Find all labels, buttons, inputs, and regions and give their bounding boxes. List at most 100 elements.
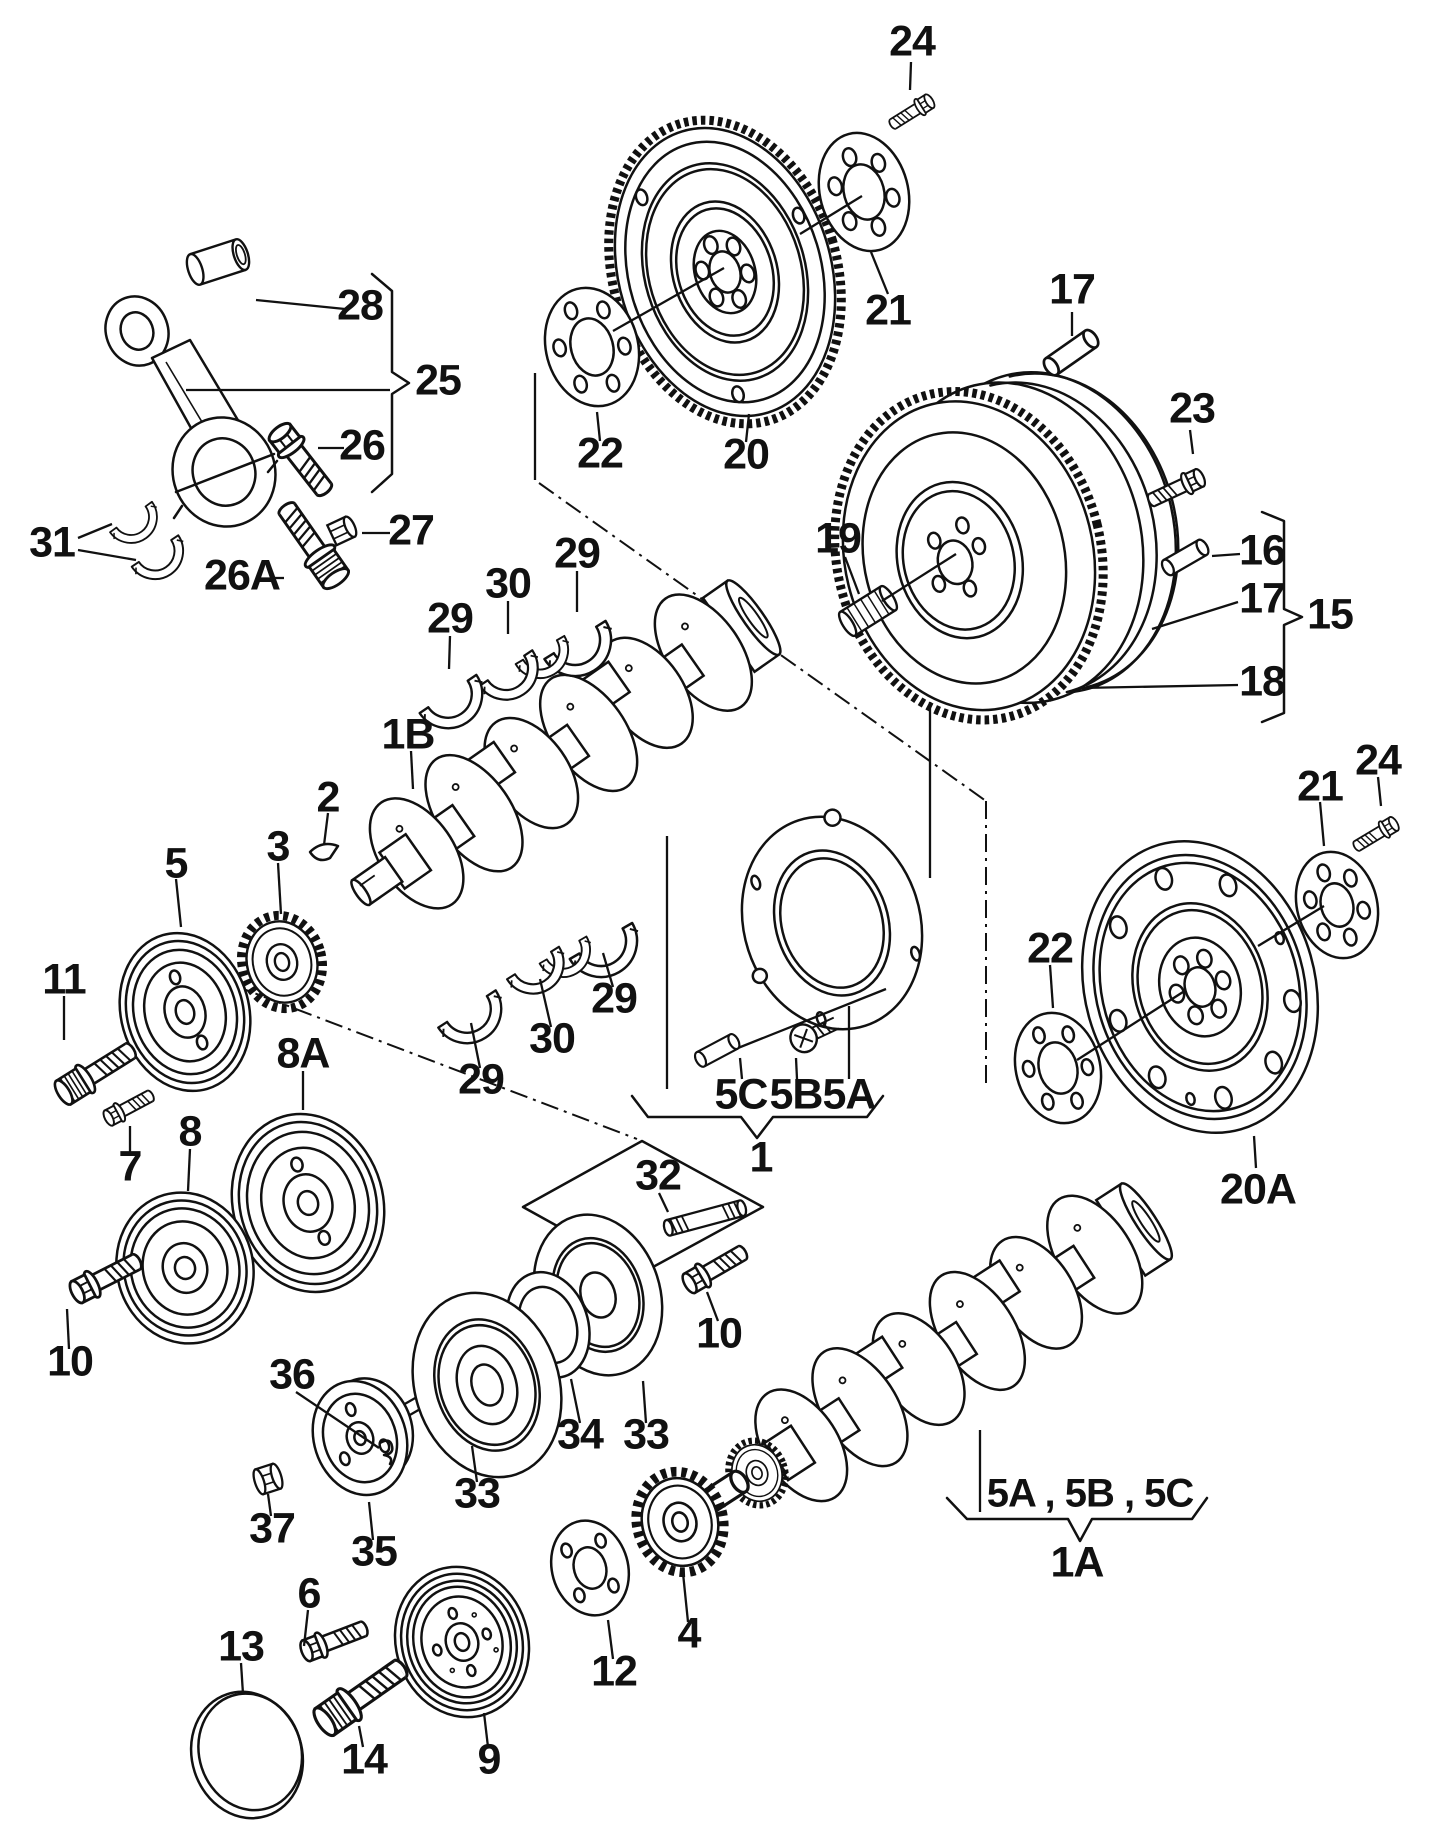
pulley-9	[393, 1565, 531, 1719]
label-1A: 1A	[1051, 1538, 1104, 1586]
pulley-8	[115, 1191, 255, 1345]
flange-leader-line	[727, 987, 887, 1054]
label-5B: 5B	[770, 1070, 823, 1118]
leader-lines	[62, 61, 1383, 1748]
label-21-top: 21	[865, 286, 911, 334]
label-6: 6	[298, 1569, 321, 1617]
cover-disc-13	[189, 1690, 305, 1820]
label-22-top: 22	[577, 429, 623, 477]
plate-21-right	[1294, 850, 1380, 960]
label-22-right: 22	[1027, 924, 1073, 972]
label-29-ll: 29	[458, 1055, 504, 1103]
label-31: 31	[29, 518, 75, 566]
label-17-right: 17	[1239, 574, 1285, 622]
label-29-ul: 29	[427, 594, 473, 642]
label-2: 2	[317, 773, 340, 821]
bracket-15	[1260, 510, 1304, 724]
label-26: 26	[339, 421, 385, 469]
axis-and-group-lines	[232, 373, 987, 1275]
label-36: 36	[269, 1350, 315, 1398]
label-16: 16	[1239, 526, 1285, 574]
label-12: 12	[591, 1647, 637, 1695]
label-35: 35	[351, 1527, 397, 1575]
label-13: 13	[218, 1622, 264, 1670]
label-37: 37	[249, 1504, 295, 1552]
nut-27	[325, 515, 358, 547]
seal-flange-5A	[740, 808, 924, 1031]
label-8A: 8A	[277, 1029, 330, 1077]
label-5A5B5C: 5A , 5B , 5C	[987, 1472, 1194, 1516]
pulley-8A	[230, 1112, 386, 1294]
label-26A: 26A	[204, 551, 280, 599]
label-28: 28	[337, 281, 383, 329]
label-4: 4	[678, 1609, 702, 1657]
label-29-ur: 29	[554, 529, 600, 577]
label-17-top: 17	[1049, 265, 1095, 313]
label-15: 15	[1307, 590, 1353, 638]
clip-36	[378, 1439, 394, 1466]
bolt-24-top	[884, 90, 939, 135]
label-33-right: 33	[623, 1410, 669, 1458]
label-8: 8	[179, 1107, 202, 1155]
shell-31-a	[108, 500, 169, 555]
label-1: 1	[750, 1133, 773, 1181]
group-brackets	[370, 272, 1304, 1543]
flywheel-20	[604, 115, 846, 429]
stud-32	[662, 1199, 748, 1237]
label-33-center: 33	[454, 1469, 500, 1517]
label-9: 9	[478, 1735, 501, 1783]
dowel-pin-5C	[691, 1031, 743, 1070]
label-19: 19	[815, 514, 861, 562]
dual-mass-flywheel-15	[830, 371, 1180, 725]
label-29-lr: 29	[591, 974, 637, 1022]
label-20: 20	[723, 430, 769, 478]
woodruff-key-2	[308, 842, 340, 862]
screw-5B	[789, 1016, 840, 1054]
drive-plate-20A	[1080, 839, 1320, 1135]
label-30-u: 30	[485, 559, 531, 607]
label-27: 27	[388, 506, 434, 554]
gasket-12	[549, 1519, 631, 1617]
gasket-22-right	[1013, 1011, 1103, 1125]
brace-1A	[945, 1496, 1209, 1543]
callout-labels: 24 21 17 28 25 26 23 27 31 26A 22 20 19 …	[29, 17, 1403, 1783]
label-24-top: 24	[889, 17, 936, 65]
gasket-22-top	[543, 286, 641, 408]
bolt-7	[99, 1084, 159, 1130]
label-20A: 20A	[1220, 1165, 1296, 1213]
label-25: 25	[415, 356, 461, 404]
hub-pulley-35	[311, 1377, 415, 1497]
nut-37	[252, 1462, 284, 1496]
pulley-5	[118, 931, 252, 1093]
label-30-l: 30	[529, 1014, 575, 1062]
label-1B: 1B	[382, 710, 435, 758]
bolt-6	[295, 1614, 373, 1667]
label-32: 32	[635, 1151, 681, 1199]
label-10-left: 10	[47, 1337, 93, 1385]
label-23: 23	[1169, 384, 1215, 432]
label-14: 14	[341, 1735, 388, 1783]
label-34: 34	[557, 1410, 604, 1458]
bracket-25	[370, 272, 411, 494]
label-21-right: 21	[1297, 762, 1343, 810]
label-5: 5	[165, 839, 188, 887]
label-18: 18	[1239, 657, 1285, 705]
bushing-28	[185, 238, 251, 286]
label-5C: 5C	[715, 1070, 768, 1118]
connecting-rod-25	[104, 295, 279, 528]
label-11: 11	[42, 955, 86, 1003]
label-24-right: 24	[1355, 736, 1402, 784]
label-3: 3	[267, 822, 290, 870]
bolt-11	[48, 1033, 144, 1111]
bolt-14	[306, 1649, 417, 1743]
brace-1	[630, 1094, 885, 1140]
label-10-right: 10	[696, 1309, 742, 1357]
shell-31-b	[130, 533, 196, 592]
bolt-24-right	[1348, 813, 1403, 857]
plate-21-top	[817, 131, 911, 253]
label-5A: 5A	[823, 1070, 876, 1118]
bolt-26	[262, 416, 341, 504]
label-7: 7	[119, 1142, 142, 1190]
